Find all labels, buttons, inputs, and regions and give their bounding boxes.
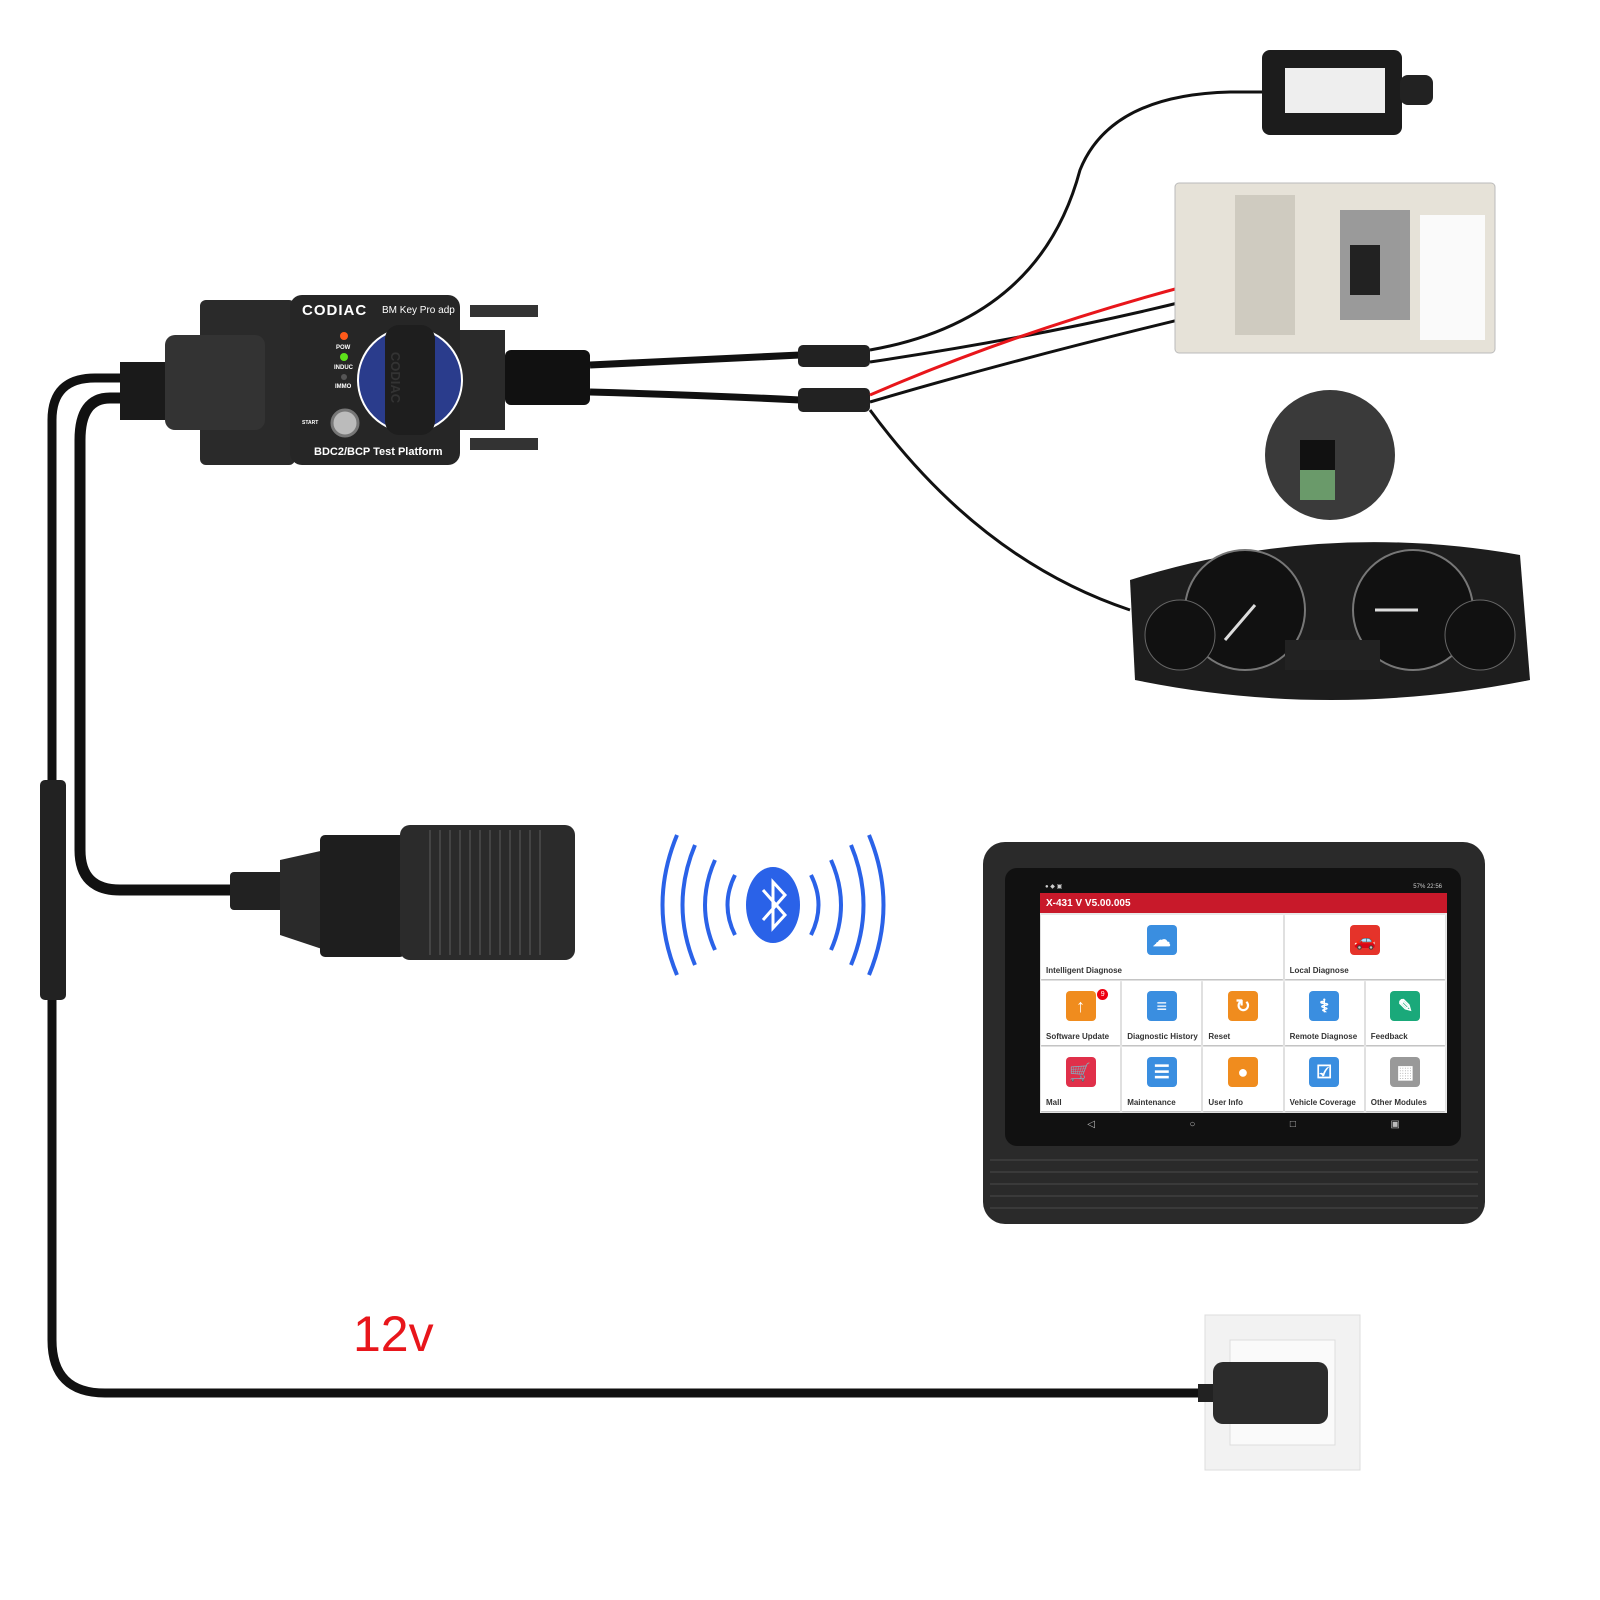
power-jack [40,780,66,1000]
recents-icon[interactable]: □ [1289,1118,1296,1130]
tile-feedback[interactable]: ✎ Feedback [1365,981,1445,1045]
tile-intelligent-diagnose[interactable]: ☁ Intelligent Diagnose [1041,915,1283,979]
tile-user-info[interactable]: ● User Info [1203,1047,1283,1111]
connector-closeup [1265,390,1395,520]
back-icon[interactable]: ◁ [1087,1118,1095,1130]
home-icon[interactable]: ○ [1189,1118,1196,1130]
cable-splitter [798,345,870,367]
tile-label: User Info [1208,1098,1244,1107]
led-immo-label: IMMO [335,384,352,390]
notepad-icon: ≡ [1146,991,1177,1021]
start-button[interactable] [332,410,358,436]
user-icon: ● [1227,1057,1258,1087]
instrument-cluster [1130,542,1530,700]
tile-label: Remote Diagnose [1289,1032,1358,1041]
led-induc-label: INDUC [334,365,353,371]
tile-diagnostic-history[interactable]: ≡ Diagnostic History [1122,981,1202,1045]
tile-label: Maintenance [1127,1098,1176,1107]
bmw-key-module [1262,50,1433,135]
obd-vci-dongle [230,825,575,960]
pencil-icon: ✎ [1390,991,1421,1021]
obd-cable [74,392,235,896]
app-title: X-431 V V5.00.005 [1040,893,1447,913]
module-wires [868,90,1361,612]
tablet-screen: ● ◆ ▣57% 22:56 X-431 V V5.00.005 ☁ Intell… [1040,880,1447,1135]
tile-vehicle-coverage[interactable]: ☑ Vehicle Coverage [1284,1047,1364,1111]
wall-outlet-power-adapter [1198,1314,1361,1471]
tile-label: Intelligent Diagnose [1046,966,1123,975]
tile-reset[interactable]: ↻ Reset [1203,981,1283,1045]
wrench-reset-icon: ↻ [1227,991,1258,1021]
tile-other-modules[interactable]: ▦ Other Modules [1365,1047,1445,1111]
platform-label: BDC2/BCP Test Platform [314,446,443,458]
tile-label: Other Modules [1370,1098,1427,1107]
tile-remote-diagnose[interactable]: ⚕ Remote Diagnose [1284,981,1364,1045]
side-brand: CODIAC [388,351,404,404]
led-pow-label: POW [336,345,351,351]
tile-label: Mall [1046,1098,1062,1107]
tile-label: Vehicle Coverage [1289,1098,1356,1107]
car-list-icon: ☰ [1146,1057,1177,1087]
stethoscope-icon: ⚕ [1309,991,1340,1021]
tile-mall[interactable]: 🛒 Mall [1041,1047,1121,1111]
update-badge: 9 [1097,989,1109,1000]
nav-bar: ◁ ○ □ ▣ [1040,1113,1447,1135]
adapter-brand: CODIAC [302,302,368,319]
tile-label: Software Update [1046,1032,1110,1041]
tile-local-diagnose[interactable]: 🚗 Local Diagnose [1284,915,1445,979]
cart-icon: 🛒 [1065,1057,1096,1087]
start-label: START [302,420,319,426]
coverage-icon: ☑ [1309,1057,1340,1087]
status-time: 57% 22:56 [1413,883,1442,890]
car-repair-icon: 🚗 [1349,925,1380,955]
grid-icon: ▦ [1390,1057,1421,1087]
power-label-12v: 12v [353,1306,434,1362]
status-bar: ● ◆ ▣57% 22:56 [1040,880,1447,893]
power-cable [47,373,1200,1398]
cable-splitter [798,388,870,412]
tile-maintenance[interactable]: ☰ Maintenance [1122,1047,1202,1111]
tile-label: Feedback [1370,1032,1408,1041]
screenshot-icon[interactable]: ▣ [1390,1118,1400,1130]
adapter-model: BM Key Pro adp [382,305,455,316]
bluetooth-icon [660,834,886,976]
codiac-adapter [120,295,590,465]
upload-arrow-icon: ↑ [1065,991,1096,1021]
cloud-icon: ☁ [1146,925,1177,955]
y-cable [589,351,801,404]
tile-label: Local Diagnose [1289,966,1349,975]
bdc-module [1174,182,1496,354]
tile-label: Reset [1208,1032,1231,1041]
tile-label: Diagnostic History [1127,1032,1198,1041]
